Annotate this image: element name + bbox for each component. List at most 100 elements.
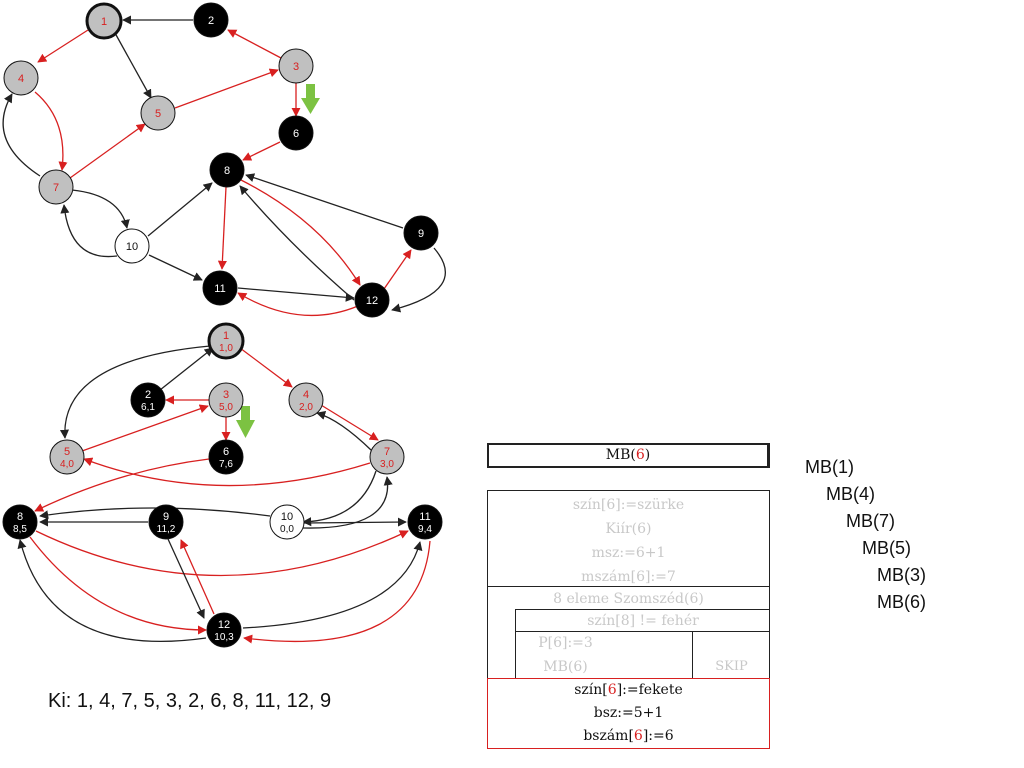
- bottom-graph-edges: [17, 345, 431, 644]
- bottom-node-times-5: 4,0: [60, 459, 74, 470]
- bottom-node-times-8: 8,5: [13, 524, 27, 535]
- bottom-node-times-10: 0,0: [280, 524, 294, 535]
- branch-yes-1: MB(6): [543, 659, 588, 675]
- b-edge-6-8: [34, 458, 210, 512]
- top-graph-edges: [2, 15, 446, 317]
- bottom-node-7: [369, 439, 405, 475]
- top-node-7: [38, 169, 74, 205]
- bottom-graph-nodes: 11,026,135,042,054,067,673,088,5911,2100…: [2, 322, 443, 648]
- b-edge-4-7: [320, 404, 379, 441]
- top-node-label-4: 4: [18, 73, 24, 85]
- structogram-title: MB(6): [489, 447, 767, 463]
- line-1: Kiír(6): [605, 521, 652, 537]
- edge-9-12: [391, 247, 446, 313]
- edge-12-8: [239, 185, 355, 301]
- b-edge-7-10: [302, 470, 377, 527]
- final-3-prefix: bszám[: [583, 728, 634, 744]
- bottom-node-times-6: 7,6: [219, 459, 233, 470]
- b-edge-8-12: [29, 536, 207, 635]
- branch-yes-box: P[6]:=3 MB(6): [515, 631, 693, 678]
- bottom-node-times-2: 6,1: [141, 402, 155, 413]
- top-node-1: [85, 2, 123, 40]
- final-line-2: bsz:=5+1: [593, 705, 664, 721]
- call-3: MB(7): [846, 511, 895, 531]
- bottom-node-label-7: 7: [384, 446, 390, 458]
- b-edge-5-3: [81, 404, 209, 452]
- structogram-title-box: MB(6): [487, 443, 770, 468]
- final-3-suffix: ]:=6: [642, 728, 674, 744]
- final-1-prefix: szín[: [574, 682, 608, 698]
- condition-box: szín[8] != fehér: [515, 609, 770, 678]
- b-edge-7-4: [316, 411, 372, 451]
- top-node-label-11: 11: [214, 283, 225, 295]
- bottom-node-times-7: 3,0: [380, 459, 394, 470]
- top-node-label-9: 9: [418, 228, 424, 240]
- call-4: MB(5): [862, 538, 911, 558]
- bottom-node-label-1: 1: [223, 330, 229, 342]
- bottom-node-times-11: 9,4: [418, 524, 432, 535]
- final-3-arg: 6: [633, 728, 643, 744]
- edge-3-2: [227, 29, 282, 59]
- top-node-2: [193, 2, 229, 38]
- bottom-node-label-2: 2: [145, 389, 151, 401]
- b-edge-10-8: [39, 507, 271, 520]
- bottom-node-6: [208, 439, 244, 475]
- bottom-node-label-3: 3: [223, 389, 229, 401]
- edge-6-8: [242, 141, 281, 161]
- final-box: szín[6]:=fekete bsz:=5+1 bszám[6]:=6: [487, 678, 770, 749]
- top-node-label-3: 3: [293, 61, 299, 73]
- bottom-node-5: [49, 439, 85, 475]
- bottom-node-12: [206, 612, 242, 648]
- bottom-node-1: [207, 322, 245, 360]
- bottom-node-label-6: 6: [223, 446, 229, 458]
- bottom-node-label-8: 8: [17, 511, 23, 523]
- bottom-node-times-1: 1,0: [219, 343, 233, 354]
- edge-12-9: [383, 249, 412, 290]
- call-6: MB(6): [877, 592, 926, 612]
- edge-10-7: [60, 204, 118, 258]
- final-line-3: bszám[6]:=6: [488, 728, 769, 744]
- top-node-label-5: 5: [155, 108, 161, 120]
- edge-5-3: [174, 68, 279, 109]
- edge-8-11: [217, 186, 227, 270]
- top-node-6: [278, 115, 314, 151]
- structogram-body: szín[6]:=szürke Kiír(6) msz:=6+1 mszám[6…: [487, 490, 770, 749]
- b-edge-7-5: [83, 457, 371, 487]
- top-node-11: [202, 270, 238, 306]
- b-edge-9-12: [167, 538, 205, 619]
- branch-no: SKIP: [715, 659, 748, 674]
- bottom-node-label-11: 11: [419, 511, 430, 523]
- final-line-1: szín[6]:=fekete: [488, 682, 769, 698]
- title-prefix: MB(: [605, 447, 636, 463]
- line-0: szín[6]:=szürke: [572, 497, 685, 513]
- title-suffix: ): [644, 447, 651, 463]
- b-edge-12-8: [17, 539, 207, 642]
- bottom-node-label-12: 12: [218, 619, 230, 631]
- final-1-arg: 6: [607, 682, 617, 698]
- b-edge-1-4: [239, 347, 293, 388]
- call-2: MB(4): [826, 484, 875, 504]
- line-2: msz:=6+1: [591, 545, 666, 561]
- condition-text: szín[8] != fehér: [587, 613, 699, 629]
- bottom-node-times-9: 11,2: [157, 524, 176, 535]
- edge-7-10: [71, 189, 130, 229]
- b-edge-10-11: [303, 517, 407, 527]
- branch-yes-0: P[6]:=3: [538, 635, 593, 651]
- edge-11-12: [237, 287, 355, 302]
- output-text: Ki: 1, 4, 7, 5, 3, 2, 6, 8, 11, 12, 9: [48, 690, 332, 712]
- bottom-node-label-5: 5: [64, 446, 70, 458]
- top-node-label-6: 6: [293, 128, 299, 140]
- edge-8-12: [240, 179, 361, 286]
- bottom-node-11: [407, 504, 443, 540]
- top-node-label-1: 1: [101, 16, 107, 28]
- b-edge-8-11: [35, 530, 409, 577]
- top-green-arrow: [301, 84, 320, 114]
- bottom-node-4: [288, 382, 324, 418]
- title-arg: 6: [635, 447, 645, 463]
- call-1: MB(1): [805, 457, 854, 477]
- loop-header: 8 eleme Szomszéd(6): [553, 591, 704, 607]
- edge-4-7: [34, 91, 68, 171]
- edge-7-4: [2, 93, 41, 177]
- bottom-node-times-12: 10,3: [214, 632, 234, 643]
